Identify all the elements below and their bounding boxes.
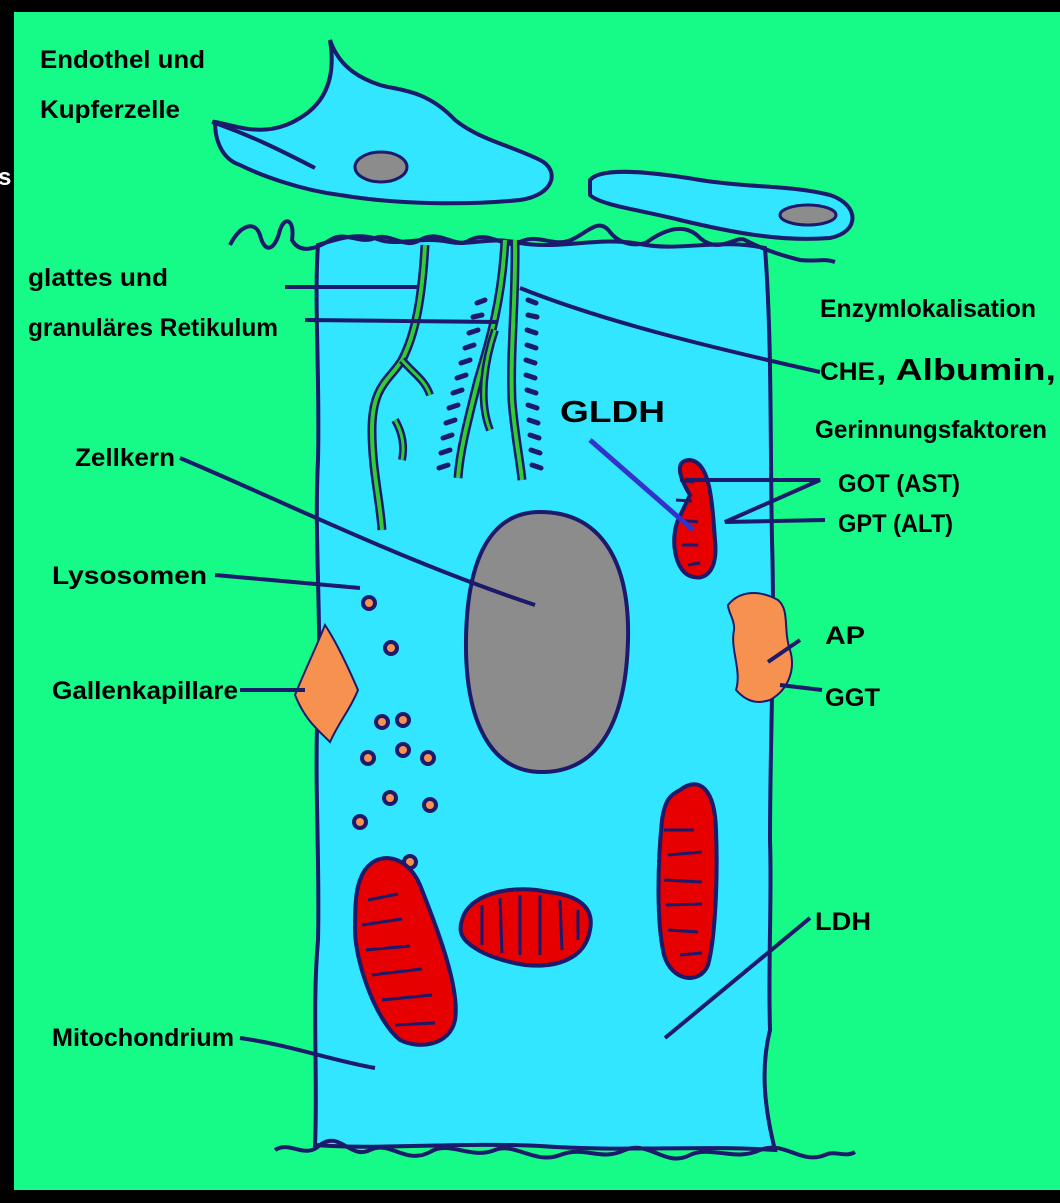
kupffer-nucleus	[780, 205, 836, 225]
label-gldh: GLDH	[560, 394, 665, 429]
label-lysosomen: Lysosomen	[52, 562, 207, 590]
label-zellkern: Zellkern	[75, 444, 175, 472]
label-endothel-line1: Endothel und	[40, 46, 205, 74]
label-enzymlokalisation: Enzymlokalisation	[820, 295, 1036, 323]
label-retikulum-line2: granuläres Retikulum	[28, 314, 278, 342]
label-ggt: GGT	[825, 684, 880, 712]
endothelial-nucleus	[355, 152, 407, 182]
label-gallenkapillare: Gallenkapillare	[52, 677, 238, 705]
label-gerinnungsfaktoren: Gerinnungsfaktoren	[815, 416, 1047, 444]
label-gpt: GPT (ALT)	[838, 510, 953, 538]
label-ap: AP	[825, 622, 865, 650]
label-che: CHE	[820, 358, 875, 386]
label-mitochondrium: Mitochondrium	[52, 1024, 234, 1052]
label-ldh: LDH	[815, 908, 871, 936]
label-got: GOT (AST)	[838, 470, 960, 498]
left-edge-glyph: s	[0, 164, 11, 191]
nucleus	[466, 512, 628, 772]
label-endothel-line2: Kupferzelle	[40, 96, 180, 124]
label-albumin: , Albumin,	[876, 352, 1056, 387]
label-retikulum-line1: glattes und	[28, 264, 168, 292]
